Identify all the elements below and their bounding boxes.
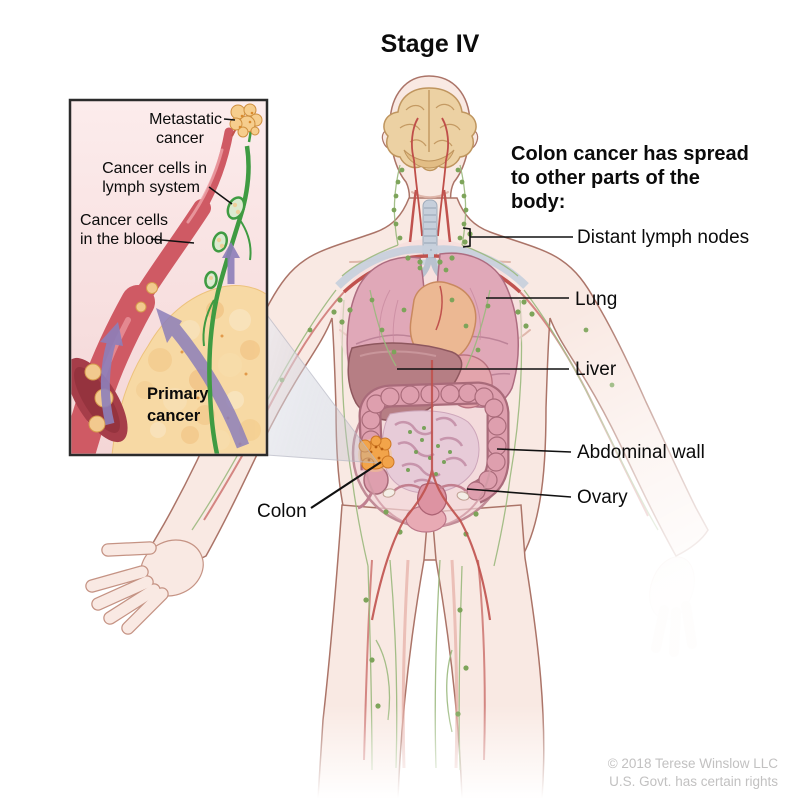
- primary-cancer-label-line2: cancer: [147, 407, 201, 425]
- heading-line1: Colon cancer has spread: [511, 143, 749, 165]
- heading-line2: to other parts of the: [511, 167, 700, 189]
- label-colon: Colon: [257, 501, 307, 522]
- page-title: Stage IV: [381, 30, 480, 58]
- heading-line3: body:: [511, 191, 565, 213]
- label-liver: Liver: [575, 359, 617, 380]
- lymph-vessel: [202, 111, 253, 454]
- legs-fade: [280, 705, 580, 800]
- small-intestine: [381, 410, 480, 494]
- metastatic-cancer-label-line2: cancer: [156, 130, 205, 147]
- label-lung: Lung: [575, 289, 617, 310]
- pelvic-organs: [365, 469, 491, 533]
- blood-label-line1: Cancer cells: [80, 212, 168, 229]
- primary-cancer-label-line1: Primary: [147, 385, 209, 403]
- lymph-system-label-line1: Cancer cells in: [102, 160, 207, 177]
- appendix: [357, 491, 374, 510]
- leader-lines: [310, 227, 573, 509]
- spread-arrow-tissue: [156, 308, 250, 449]
- spread-arrow-vessel: [100, 322, 123, 426]
- metastatic-cancer-label-line1: Metastatic: [149, 111, 222, 128]
- inset-leader-lines: [150, 118, 236, 244]
- lymph-nodes-with-cancer: [204, 196, 246, 290]
- copyright-line2: U.S. Govt. has certain rights: [609, 774, 778, 789]
- metastatic-cancer-cluster: [229, 103, 263, 138]
- lymph-system-label-line2: lymph system: [102, 179, 200, 196]
- right-ovary: [456, 491, 470, 501]
- cancer-cells-in-blood: [84, 282, 158, 433]
- label-ovary: Ovary: [577, 487, 628, 508]
- aorta-and-iliac-arteries: [370, 360, 492, 621]
- spread-arrow-lymph: [222, 242, 240, 284]
- label-distant-lymph-nodes: Distant lymph nodes: [577, 227, 749, 248]
- torso-lymph-nodes: [331, 167, 535, 537]
- blood-label-line2: in the blood: [80, 231, 163, 248]
- cerebral-arteries: [411, 117, 449, 237]
- copyright-line1: © 2018 Terese Winslow LLC: [608, 756, 779, 771]
- left-hand: [85, 539, 204, 635]
- label-abdominal-wall: Abdominal wall: [577, 442, 705, 463]
- left-ovary: [382, 488, 396, 498]
- inset-panel: Metastatic cancer Cancer cells in lymph …: [68, 98, 269, 457]
- right-arm-fade: [552, 262, 800, 712]
- blood-vessel: [71, 127, 234, 454]
- brain: [383, 87, 477, 237]
